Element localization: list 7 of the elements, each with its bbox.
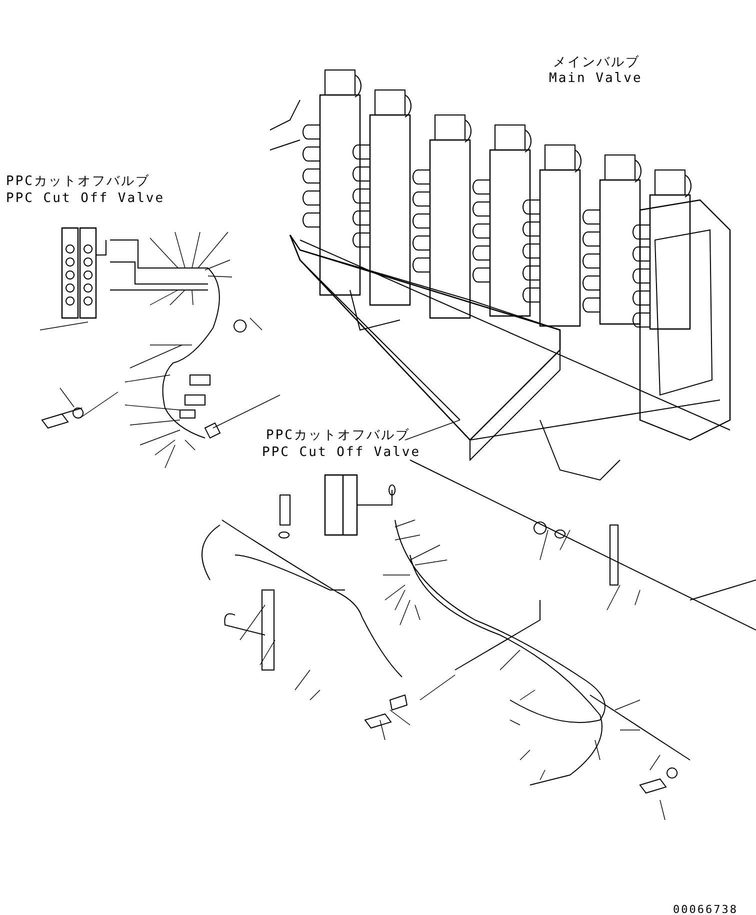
part-label: PPC Cut Off Valve xyxy=(6,191,165,206)
part-label: PPCカットオフバルブ xyxy=(266,428,410,443)
part-label: Main Valve xyxy=(549,71,642,86)
part-label: PPCカットオフバルブ xyxy=(6,174,150,189)
part-label: PPC Cut Off Valve xyxy=(262,445,421,460)
part-label: メインバルブ xyxy=(553,55,640,70)
drawing-number: 00066738 xyxy=(673,902,738,915)
